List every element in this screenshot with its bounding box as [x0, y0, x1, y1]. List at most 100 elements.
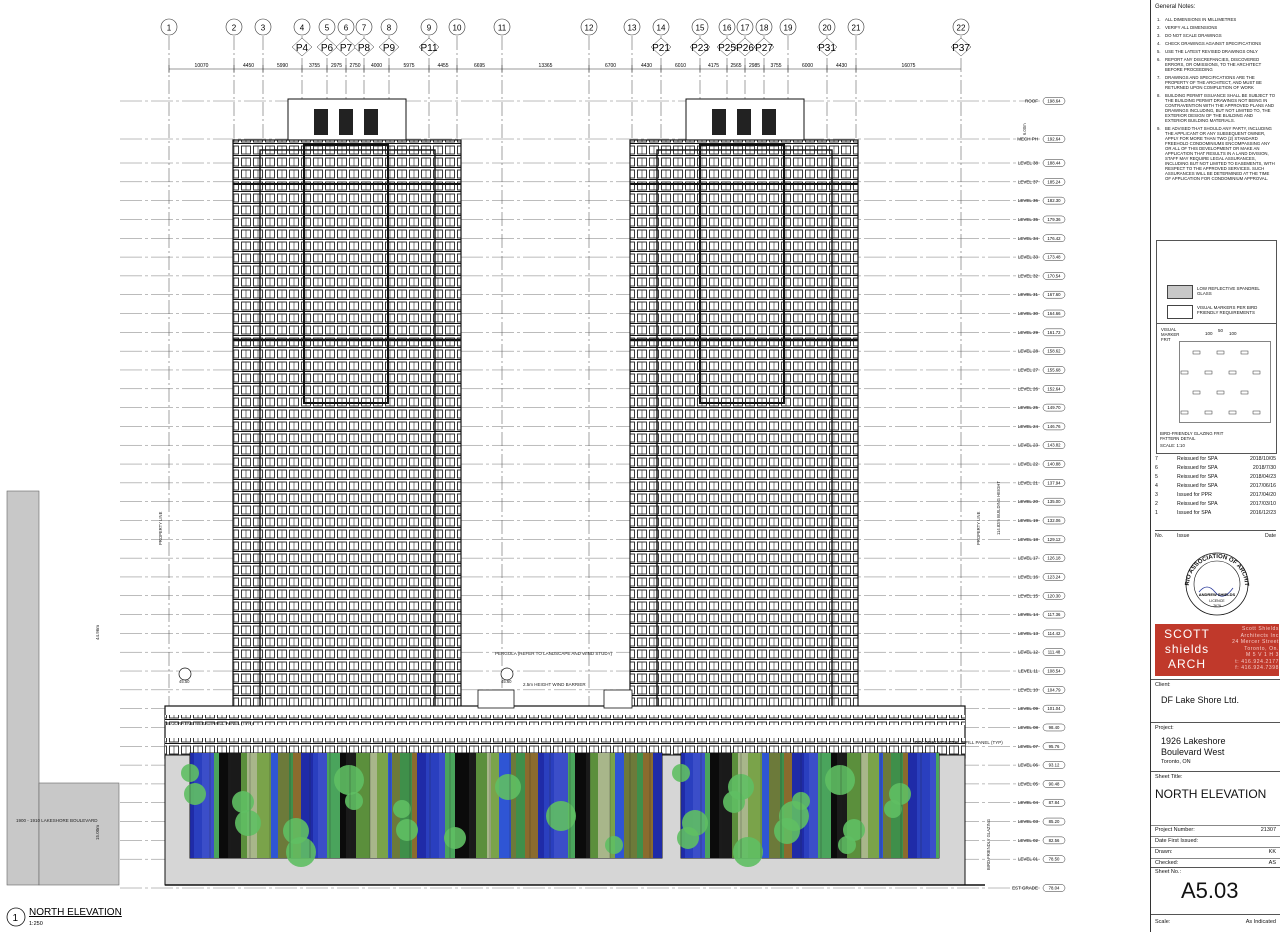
tower-east [629, 98, 859, 711]
spandrel-swatch [1167, 285, 1193, 299]
level-elevation: 123.24 [1047, 574, 1061, 579]
level-name: EST GRADE [1012, 886, 1038, 891]
grid-bubble-label: 14 [657, 24, 666, 33]
frit-pattern [1179, 341, 1271, 423]
title-block: General Notes: 1.ALL DIMENSIONS IN MILLI… [1150, 0, 1280, 932]
level-name: LEVEL 31 [1018, 292, 1039, 297]
level-name: LEVEL 04 [1018, 800, 1039, 805]
dimension-label: 3755 [770, 63, 781, 69]
sheet-title-label: Sheet Title: [1155, 774, 1183, 780]
level-name: LEVEL 35 [1018, 217, 1039, 222]
pergola-note: PERGOLA (REFER TO LANDSCAPE AND WIND STU… [495, 651, 613, 656]
grid-bubble-label: 2 [232, 24, 237, 33]
level-elevation: 104.79 [1047, 687, 1061, 692]
note-item: 7.DRAWINGS AND SPECIFICATIONS ARE THE PR… [1157, 75, 1262, 90]
level-elevation: 117.36 [1048, 612, 1061, 617]
scale-label: Scale: [1155, 919, 1171, 925]
note-item: 6.REPORT ANY DISCREPANCIES, DISCOVERED E… [1157, 57, 1262, 72]
pier-label: P23 [691, 43, 709, 54]
level-elevation: 185.24 [1047, 179, 1061, 184]
level-name: LEVEL 13 [1018, 631, 1039, 636]
frit-detail-scale: SCALE: 1:10 [1160, 443, 1185, 448]
level-name: LEVEL 33 [1018, 255, 1039, 260]
logo-text: shields [1164, 642, 1210, 656]
level-name: LEVEL 22 [1018, 462, 1039, 467]
wind-barrier-note: 2.5m HEIGHT WIND BARRIER [523, 682, 586, 687]
sheet-no-value: A5.03 [1181, 878, 1239, 903]
dimension-label: 2565 [730, 63, 741, 69]
level-name: LEVEL 23 [1018, 443, 1039, 448]
marker-swatch [1167, 305, 1193, 319]
view-number: 1 [13, 913, 19, 924]
level-name: LEVEL 15 [1018, 593, 1039, 598]
note-item: 2.VERIFY ALL DIMENSIONS [1157, 25, 1218, 30]
seal-licence-label: LICENCE [1209, 599, 1225, 603]
level-name: LEVEL 24 [1018, 424, 1039, 429]
note-item: 4.CHECK DRAWINGS AGAINST SPECIFICATIONS [1157, 41, 1262, 46]
project-section: Project: 1926 Lakeshore Boulevard West T… [1151, 722, 1280, 769]
level-elevation: 95.76 [1049, 744, 1060, 749]
level-elevation: 152.64 [1047, 386, 1061, 391]
pier-label: P7 [340, 43, 353, 54]
grid-bubble-label: 10 [453, 24, 462, 33]
level-name: LEVEL 28 [1018, 349, 1039, 354]
meta-row: Drawn:KK [1151, 847, 1280, 856]
dimension-label: 4175 [708, 63, 719, 69]
pier-label: P37 [952, 43, 970, 54]
note-item: 1.ALL DIMENSIONS IN MILLIMETRES [1157, 17, 1237, 22]
note-item: 5.USE THE LATEST REVISED DRAWINGS ONLY [1157, 49, 1258, 54]
dimension-label: 2750 [349, 63, 360, 69]
grid-bubble-label: 16 [723, 24, 732, 33]
level-elevation: 188.44 [1047, 161, 1061, 166]
firm-address-line: f: 416.924.7398 [1235, 665, 1279, 671]
frit-label: VISUAL MARKER FRIT [1161, 327, 1180, 342]
dimension-label: 6700 [605, 63, 616, 69]
client-section: Client: DF Lake Shore Ltd. [1151, 679, 1280, 720]
level-name: LEVEL 20 [1018, 499, 1039, 504]
grid-bubble-label: 20 [823, 24, 832, 33]
sheet-number-section: Sheet No.: A5.03 [1151, 867, 1280, 914]
marker-label: VISUAL MARKERS PER BIRD FRIENDLY REQUIRE… [1197, 305, 1258, 315]
mech-height: 6.00m [1022, 123, 1027, 135]
level-name: LEVEL 21 [1018, 480, 1039, 485]
level-name: LEVEL 02 [1018, 838, 1039, 843]
pier-label: P8 [358, 43, 371, 54]
pier-label: P9 [383, 43, 396, 54]
grid-bubble-label: 3 [261, 24, 266, 33]
grid-bubble-label: 15 [696, 24, 705, 33]
marker-a: 45.50 [179, 679, 190, 684]
level-elevation: 137.94 [1047, 480, 1061, 485]
sheet-title-section: Sheet Title: NORTH ELEVATION [1151, 771, 1280, 822]
level-name: LEVEL 18 [1018, 537, 1039, 542]
grid-bubble-label: 7 [362, 24, 367, 33]
level-name: LEVEL 34 [1018, 236, 1039, 241]
level-elevation: 90.48 [1049, 781, 1060, 786]
grid-bubble-label: 1 [167, 24, 172, 33]
frit-detail-title: BIRD-FRIENDLY GLAZING FRIT PATTERN DETAI… [1160, 431, 1224, 441]
level-elevation: 158.62 [1047, 349, 1061, 354]
grid-bubble-label: 12 [585, 24, 594, 33]
property-line-left: PROPERTY LINE [158, 511, 163, 545]
level-elevation: 82.56 [1049, 838, 1060, 843]
general-notes: General Notes: 1.ALL DIMENSIONS IN MILLI… [1151, 0, 1279, 238]
level-elevation: 85.20 [1049, 819, 1060, 824]
level-elevation: 155.68 [1047, 367, 1061, 372]
level-elevation: 108.54 [1047, 669, 1061, 674]
level-elevation: 93.12 [1049, 763, 1060, 768]
grid-bubble-label: 9 [427, 24, 432, 33]
seal-org: ONTARIO ASSOCIATION OF ARCHITECTS [1181, 548, 1249, 587]
grid-bubble-label: 4 [300, 24, 305, 33]
annotations: PERGOLA (REFER TO LANDSCAPE AND WIND STU… [95, 123, 1027, 870]
level-elevation: 146.76 [1047, 424, 1061, 429]
level-elevation: 78.50 [1049, 857, 1060, 862]
level-name: LEVEL 38 [1018, 161, 1039, 166]
dimension-label: 2975 [331, 63, 342, 69]
level-elevation: 173.48 [1047, 255, 1061, 260]
level-name: LEVEL 36 [1018, 198, 1039, 203]
signature-scribble [1198, 586, 1234, 597]
meta-row: Date First Issued: [1151, 836, 1280, 845]
level-name: LEVEL 32 [1018, 273, 1039, 278]
grid-bubble-label: 19 [784, 24, 793, 33]
dimension-label: 4455 [437, 63, 448, 69]
